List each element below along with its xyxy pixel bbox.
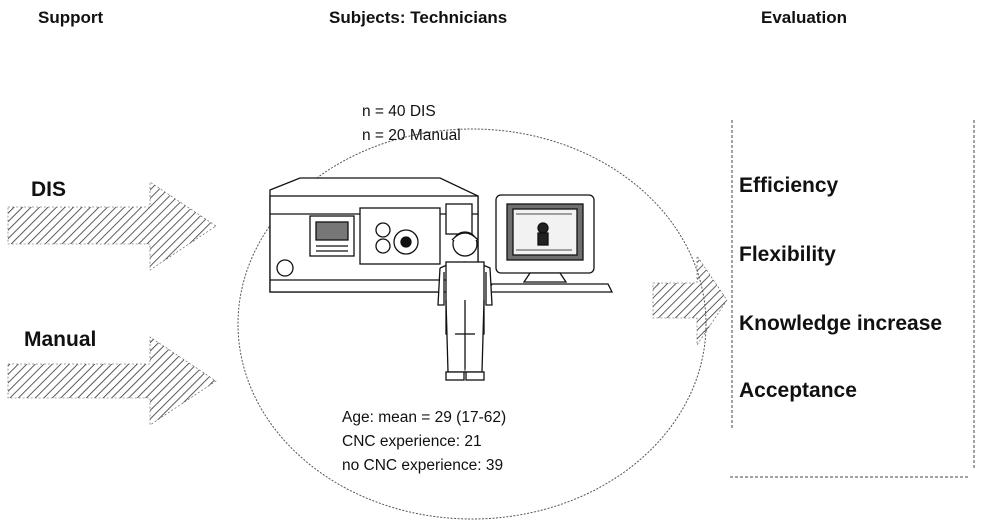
support-label-dis: DIS xyxy=(31,178,67,201)
manual-arrow xyxy=(7,336,217,426)
subjects-ellipse xyxy=(237,128,707,520)
count-dis: n = 40 DIS xyxy=(362,103,436,120)
computer-monitor-illustration xyxy=(486,194,614,293)
evaluation-item-efficiency: Efficiency xyxy=(739,174,839,197)
evaluation-arrow xyxy=(652,255,728,346)
stat-cnc-experience: CNC experience: 21 xyxy=(342,433,482,450)
evaluation-item-knowledge-increase: Knowledge increase xyxy=(739,312,943,335)
support-header: Support xyxy=(38,8,104,27)
cnc-machine-illustration xyxy=(269,177,479,293)
evaluation-item-acceptance: Acceptance xyxy=(739,379,857,402)
count-manual: n = 20 Manual xyxy=(362,127,461,144)
stat-age: Age: mean = 29 (17-62) xyxy=(342,409,507,426)
evaluation-item-flexibility: Flexibility xyxy=(739,243,836,266)
evaluation-header: Evaluation xyxy=(761,8,847,27)
support-label-manual: Manual xyxy=(24,328,97,351)
subjects-header: Subjects: Technicians xyxy=(329,8,508,27)
dis-arrow xyxy=(7,181,217,271)
technician-figure-illustration xyxy=(437,231,493,381)
evaluation-box xyxy=(730,120,975,478)
stat-no-cnc-experience: no CNC experience: 39 xyxy=(342,457,504,474)
